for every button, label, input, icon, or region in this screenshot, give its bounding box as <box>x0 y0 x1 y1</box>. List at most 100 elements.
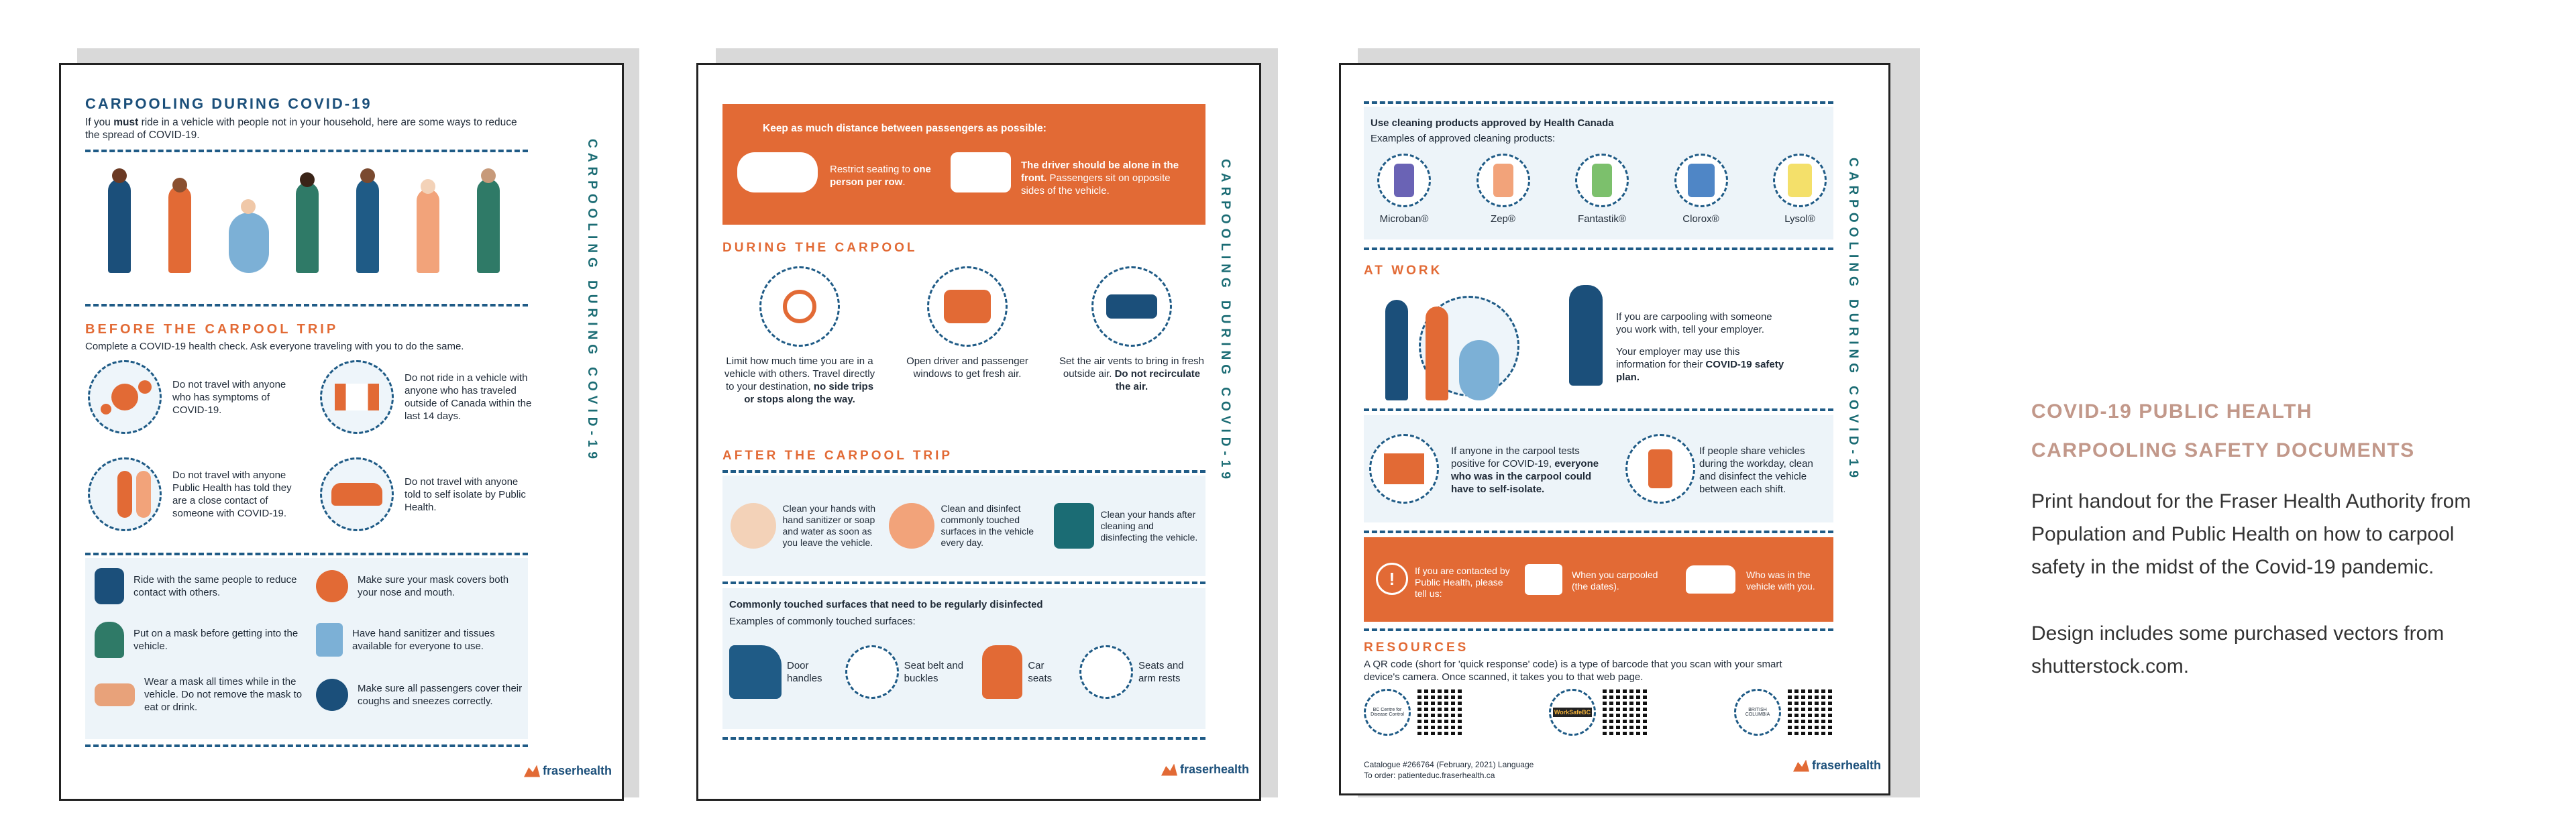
divider <box>722 737 1205 740</box>
before-intro: Complete a COVID-19 health check. Ask ev… <box>85 341 464 352</box>
divider <box>1364 247 1833 250</box>
cleaning-box: Use cleaning products approved by Health… <box>1364 107 1833 239</box>
spray-bottle-icon <box>1575 154 1629 207</box>
after-item: Clean and disinfect commonly touched sur… <box>888 503 1046 549</box>
banner-title: Keep as much distance between passengers… <box>763 123 1046 134</box>
surface-item: Seat belt and buckles <box>845 645 965 699</box>
products-row: Microban® Zep® Fantastik® Clorox® Lysol® <box>1377 154 1827 225</box>
worksafebc-logo: WorkSafeBC <box>1549 689 1596 736</box>
tip-text: Have hand sanitizer and tissues availabl… <box>352 628 495 652</box>
surfaces-intro: Examples of commonly touched surfaces: <box>729 616 916 627</box>
caption-title-1: COVID-19 PUBLIC HEALTH <box>2031 400 2313 423</box>
bccdc-logo: BC Centre for Disease Control <box>1364 689 1411 736</box>
tip-text: Make sure your mask covers both your nos… <box>358 574 509 598</box>
divider <box>722 470 1205 473</box>
surface-item: Seats and arm rests <box>1079 645 1199 699</box>
resources-row: BC Centre for Disease Control WorkSafeBC… <box>1364 689 1833 736</box>
qr-code[interactable] <box>1603 689 1648 735</box>
handout-page-2: CARPOOLING DURING COVID-19 Keep as much … <box>696 63 1261 801</box>
calendar-icon <box>1525 564 1562 595</box>
caption-paragraph-2: Design includes some purchased vectors f… <box>2031 622 2445 677</box>
divider <box>85 150 528 152</box>
fraserhealth-logo: fraserhealth <box>1793 759 1881 773</box>
surface-item: Door handles <box>729 645 827 699</box>
resource-item: BRITISH COLUMBIA <box>1734 689 1833 736</box>
check-text: Do not travel with anyone told to self i… <box>405 476 526 513</box>
check-text: Do not travel with anyone Public Health … <box>172 469 292 519</box>
surface-item: Car seats <box>982 645 1061 699</box>
house-icon <box>1369 434 1439 504</box>
positive-text: If anyone in the carpool tests positive … <box>1451 445 1599 495</box>
resources-text: A QR code (short for 'quick response' co… <box>1364 659 1782 683</box>
window-icon <box>927 266 1008 347</box>
caption-paragraph-1: Print handout for the Fraser Health Auth… <box>2031 490 2471 578</box>
catalogue-text: Catalogue #266764 (February, 2021) Langu… <box>1364 760 1534 769</box>
product-item: Fantastik® <box>1575 154 1629 225</box>
check-text: Do not travel with anyone who has sympto… <box>172 378 286 416</box>
virus-icon <box>88 360 162 434</box>
check-item: Do not travel with anyone told to self i… <box>320 457 541 531</box>
employer-icon <box>1569 285 1603 386</box>
page1-intro: If you must ride in a vehicle with peopl… <box>85 116 528 142</box>
seat-layout-icon <box>737 152 818 192</box>
glove-icon <box>1053 503 1094 549</box>
page1-side-title: CARPOOLING DURING COVID-19 <box>585 139 599 463</box>
cleaning-title: Use cleaning products approved by Health… <box>1371 117 1614 129</box>
after-item: Clean your hands after cleaning and disi… <box>1053 503 1198 549</box>
share-text: If people share vehicles during the work… <box>1699 445 1813 495</box>
spray-bottle-icon <box>1377 154 1431 207</box>
check-item: Do not travel with anyone who has sympto… <box>88 360 309 434</box>
during-item: Set the air vents to bring in fresh outs… <box>1058 266 1205 406</box>
alert-icon: ! <box>1376 563 1408 595</box>
qr-code[interactable] <box>1788 689 1833 735</box>
caption-block: COVID-19 PUBLIC HEALTH CARPOOLING SAFETY… <box>2031 392 2514 683</box>
intro-post: ride in a vehicle with people not in you… <box>85 117 517 141</box>
divider <box>1364 628 1833 631</box>
during-row: Limit how much time you are in a vehicle… <box>722 266 1205 406</box>
divider <box>1364 408 1833 411</box>
page1-title: CARPOOLING DURING COVID-19 <box>85 95 372 112</box>
check-item: Do not ride in a vehicle with anyone who… <box>320 360 541 434</box>
divider <box>85 304 528 307</box>
during-item: Limit how much time you are in a vehicle… <box>722 266 877 406</box>
positive-box: If anyone in the carpool tests positive … <box>1364 415 1833 522</box>
vent-icon <box>1091 266 1172 347</box>
van-icon <box>951 152 1011 192</box>
check-item: Do not travel with anyone Public Health … <box>88 457 309 531</box>
intro-bold: must <box>113 117 139 128</box>
contacts-icon <box>88 457 162 531</box>
during-heading: DURING THE CARPOOL <box>722 241 918 255</box>
tip-item: Put on a mask before getting into the ve… <box>95 622 303 658</box>
after-box: Clean your hands with hand sanitizer or … <box>722 476 1205 576</box>
product-item: Clorox® <box>1674 154 1728 225</box>
cleaning-supplies-icon <box>1625 434 1695 504</box>
car-seat-icon <box>982 645 1023 699</box>
tip-text: Put on a mask before getting into the ve… <box>133 628 299 652</box>
contact-text: If you are contacted by Public Health, p… <box>1415 565 1510 599</box>
resource-item: BC Centre for Disease Control <box>1364 689 1463 736</box>
tip-text: Make sure all passengers cover their cou… <box>358 682 523 707</box>
product-item: Lysol® <box>1773 154 1827 225</box>
tip-item: Wear a mask all times while in the vehic… <box>95 675 303 714</box>
canada-flag-icon <box>320 360 394 434</box>
distance-banner: Keep as much distance between passengers… <box>722 104 1205 225</box>
tips-box <box>85 558 528 739</box>
work-illustration <box>1379 286 1553 400</box>
intro-pre: If you <box>85 117 114 128</box>
tip-item: Have hand sanitizer and tissues availabl… <box>316 622 524 658</box>
resources-heading: RESOURCES <box>1364 641 1469 655</box>
qr-code[interactable] <box>1417 689 1463 735</box>
divider <box>85 553 528 555</box>
cleaning-intro: Examples of approved cleaning products: <box>1371 133 1556 144</box>
car-icon <box>320 457 394 531</box>
contact-who: Who was in the vehicle with you. <box>1746 569 1815 592</box>
during-item: Open driver and passenger windows to get… <box>900 266 1034 406</box>
work-text-1: If you are carpooling with someone you w… <box>1616 311 1772 335</box>
hands-icon <box>730 503 776 549</box>
product-item: Zep® <box>1476 154 1530 225</box>
after-heading: AFTER THE CARPOOL TRIP <box>722 449 953 463</box>
work-heading: AT WORK <box>1364 264 1443 278</box>
jug-icon <box>1773 154 1827 207</box>
armrest-icon <box>1079 645 1133 699</box>
people-illustration <box>101 166 557 273</box>
